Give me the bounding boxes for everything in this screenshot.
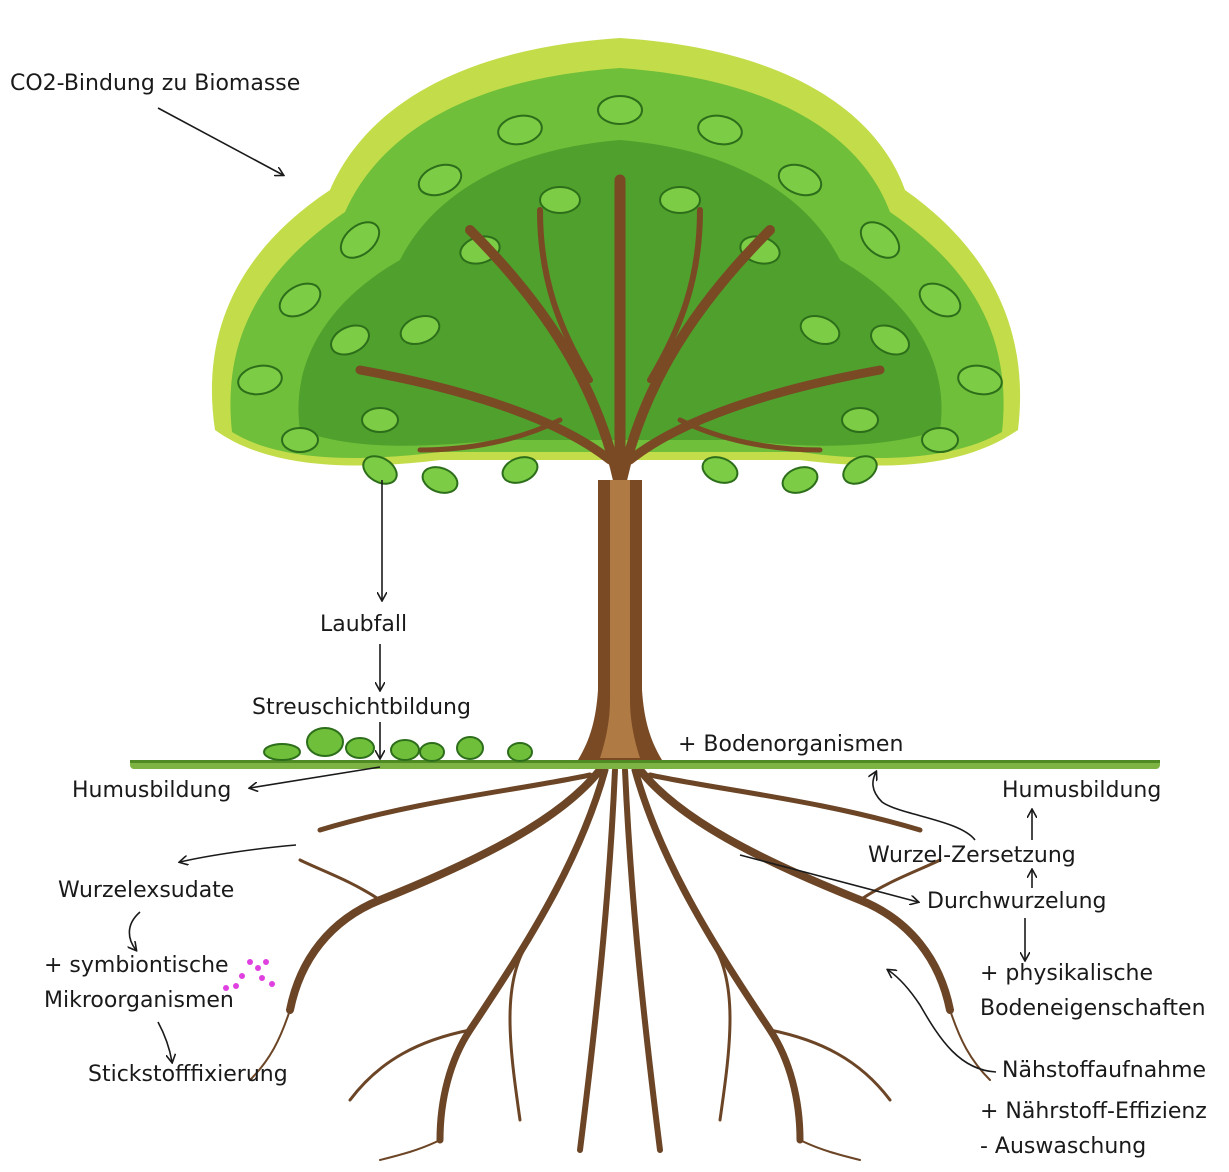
fallen-leaves: [264, 728, 532, 761]
label-symbiontische: + symbiontische: [44, 955, 229, 977]
label-streuschichtbildung: Streuschichtbildung: [252, 697, 471, 719]
label-co2-bindung: CO2-Bindung zu Biomasse: [10, 73, 300, 95]
arrow-mikroorganismen-to-stickstoff: [158, 1022, 172, 1062]
label-naehrstoff-effizienz: + Nährstoff-Effizienz: [980, 1101, 1207, 1123]
arrow-zersetzung-to-ground: [873, 772, 975, 840]
label-naehstoffaufnahme: Nähstoffaufnahme: [1002, 1060, 1206, 1082]
label-physikalische: + physikalische: [980, 963, 1153, 985]
label-laubfall: Laubfall: [320, 614, 407, 636]
tree-trunk: [578, 480, 662, 760]
arrow-ground-to-humus-left: [250, 767, 380, 788]
label-stickstofffixierung: Stickstofffixierung: [88, 1064, 288, 1086]
arrow-co2-to-canopy: [158, 108, 283, 175]
tree-roots: [250, 770, 990, 1160]
arrow-root-to-wurzelexsudate: [180, 845, 296, 862]
label-wurzel-zersetzung: Wurzel-Zersetzung: [868, 845, 1076, 867]
label-wurzelexsudate: Wurzelexsudate: [58, 880, 234, 902]
label-bodenorganismen: + Bodenorganismen: [678, 734, 903, 756]
microorganism-dots: [223, 959, 275, 991]
label-mikroorganismen: Mikroorganismen: [44, 990, 234, 1012]
ground-line: [130, 760, 1160, 769]
label-durchwurzelung: Durchwurzelung: [927, 891, 1107, 913]
label-bodeneigenschaften: Bodeneigenschaften: [980, 998, 1206, 1020]
arrow-wurzelexsudate-to-symbiont: [129, 912, 140, 950]
label-auswaschung: - Auswaschung: [980, 1136, 1146, 1158]
label-humusbildung-right: Humusbildung: [1002, 780, 1161, 802]
label-humusbildung-left: Humusbildung: [72, 780, 231, 802]
